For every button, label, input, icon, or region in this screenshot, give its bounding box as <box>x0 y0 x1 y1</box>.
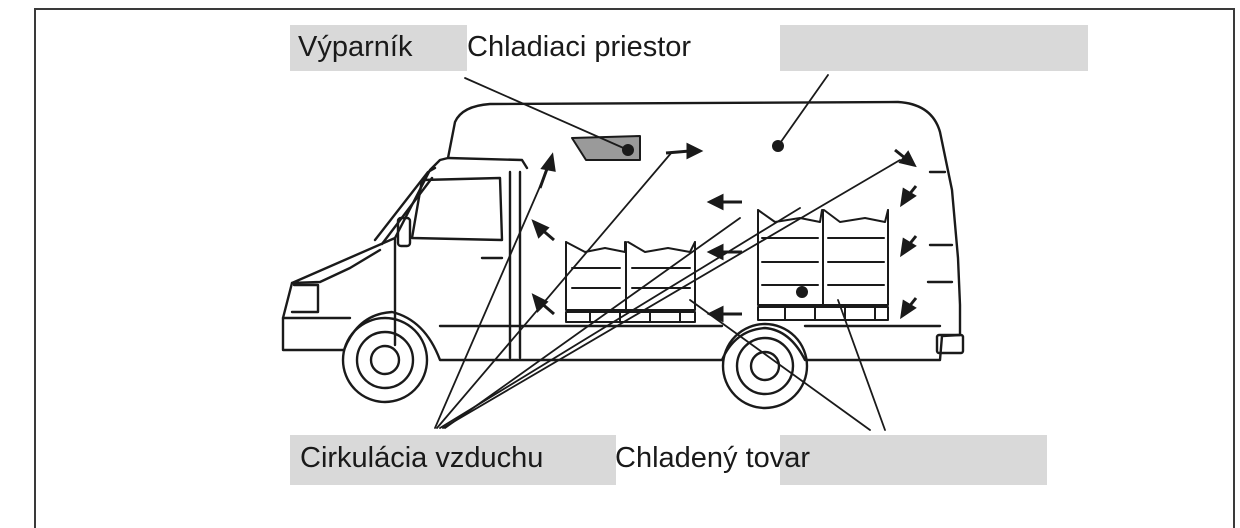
leader-dots <box>622 140 808 298</box>
label-air-circulation: Cirkulácia vzduchu <box>300 442 544 474</box>
label-cooled-goods: Chladený tovar <box>615 442 811 474</box>
evaporator-unit <box>571 135 641 161</box>
refrigerated-van-diagram <box>281 74 965 431</box>
label-box-air-circulation <box>290 435 616 485</box>
label-evaporator: Výparník <box>298 31 413 63</box>
windshield-inner <box>380 176 434 246</box>
rear-wheel <box>721 322 809 410</box>
front-wheel <box>341 316 429 404</box>
van-body-outline <box>281 100 962 362</box>
label-box-cooled-goods <box>780 435 1047 485</box>
rear-grooves <box>926 170 954 284</box>
crates-tall-stack <box>757 209 889 321</box>
air-circulation-arrows <box>531 142 918 323</box>
b-pillar <box>508 170 522 360</box>
cab-roof-line <box>446 156 529 170</box>
diagram-stage: Výparník Chladiaci priestor Cirkulácia v… <box>34 8 1235 528</box>
windshield <box>373 166 437 242</box>
figure-frame <box>34 8 1235 528</box>
leader-lines <box>434 74 901 431</box>
label-box-empty-top-right <box>780 25 1088 71</box>
side-mirror <box>396 216 412 248</box>
label-box-evaporator <box>290 25 467 71</box>
hood-line <box>290 248 382 285</box>
rear-light <box>935 333 965 355</box>
headlight <box>290 283 320 314</box>
cab-window <box>410 176 504 242</box>
label-cooling-space: Chladiaci priestor <box>467 31 692 63</box>
